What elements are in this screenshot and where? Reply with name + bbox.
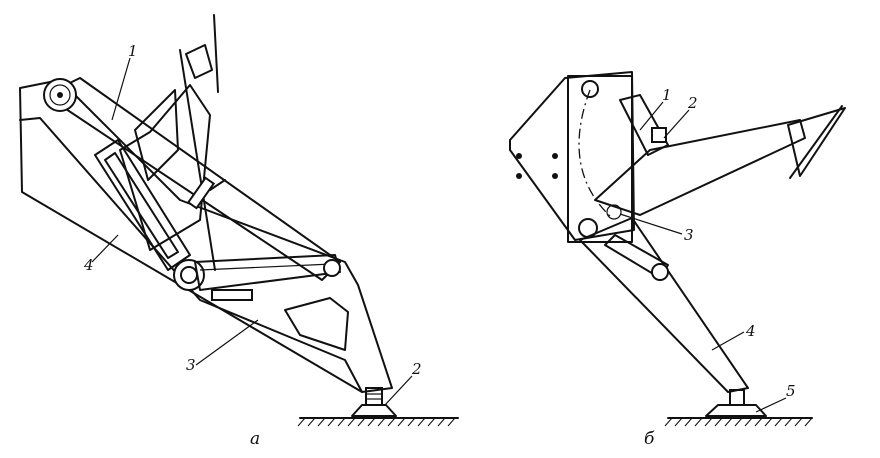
base-housing-b	[509, 71, 635, 243]
label-a-1: 1	[128, 42, 138, 60]
figure-b: 1 2 3 4 5 б	[509, 71, 846, 449]
support-foot-a	[351, 387, 397, 417]
upper-arm-b	[594, 105, 846, 216]
link-bar-a	[186, 176, 341, 301]
pivot-3-b	[606, 204, 622, 220]
caption-b: б	[644, 429, 655, 449]
ground-b	[664, 417, 813, 427]
label-a-2: 2	[411, 360, 422, 378]
label-b-3: 3	[684, 226, 694, 244]
upper-arm-a	[44, 49, 341, 281]
caption-a: а	[250, 429, 260, 449]
top-lamp-a	[185, 14, 219, 93]
label-b-1: 1	[662, 86, 672, 104]
figure-a: 1 2 3 4 а	[19, 14, 459, 449]
motion-path-b	[578, 89, 613, 219]
label-a-4: 4	[83, 256, 94, 274]
label-b-2: 2	[687, 94, 698, 112]
label-b-4: 4	[745, 322, 756, 340]
lower-link-b	[604, 234, 669, 281]
sprocket-a	[43, 78, 77, 112]
leg-b	[579, 217, 749, 393]
label-a-3: 3	[186, 356, 196, 374]
lower-boom-a	[19, 79, 393, 393]
ground-a	[297, 417, 459, 427]
label-b-5: 5	[786, 382, 796, 400]
